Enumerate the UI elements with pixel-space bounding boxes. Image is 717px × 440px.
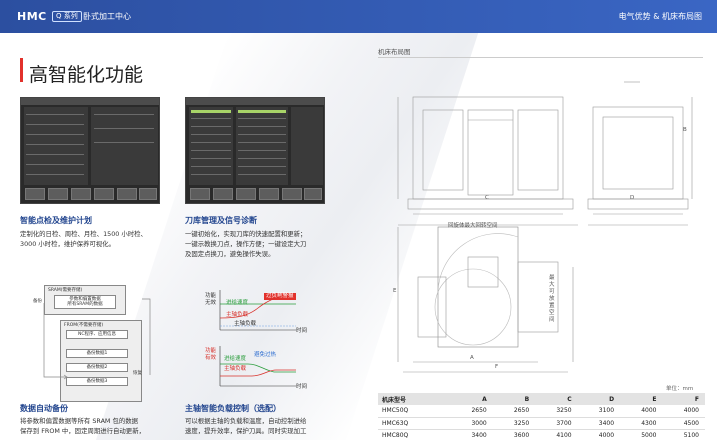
table-cell: 3250 xyxy=(492,417,536,430)
backup-side-label: 备份 xyxy=(33,299,42,304)
spec-header-cell: C xyxy=(535,393,578,405)
unit-label: 单位：mm xyxy=(666,386,694,392)
feed-speed-label: 进给速度 xyxy=(226,300,249,306)
state-label: 有效 xyxy=(205,355,217,361)
restore-label: 恢复 xyxy=(133,371,142,376)
time-axis-label: 时间 xyxy=(296,328,308,334)
function-label: 功能 xyxy=(205,348,217,354)
card-title-data-backup: 数据自动备份 xyxy=(20,404,68,413)
card-line: 一键初始化，实现刀库的快速配置和更新； xyxy=(185,230,307,238)
spindle-load-label: 主轴负载 xyxy=(234,321,257,327)
spindle-load-label: 主轴负载 xyxy=(226,312,249,318)
machine-layout-drawing xyxy=(397,81,693,373)
card-text-data-backup: 将参数和偏置数据等所有 SRAM 包的数据 保存到 FROM 中，固定周期进行自… xyxy=(20,416,145,436)
table-cell: 4100 xyxy=(535,429,578,440)
card-line: 可以根据主轴的负载和温度，自动控制进给 xyxy=(185,417,307,425)
from-label: FROM(不需要存储) xyxy=(64,323,104,328)
table-row: HMC63Q 3000 3250 3700 3400 4300 4500 xyxy=(378,417,705,430)
table-cell: HMC50Q xyxy=(378,405,451,418)
card-title-tool-magazine: 刀库管理及信号诊断 xyxy=(185,216,257,225)
dim-label-a: A xyxy=(470,355,474,361)
table-row: HMC80Q 3400 3600 4100 4000 5000 5100 xyxy=(378,429,705,440)
table-cell: 5100 xyxy=(662,429,705,440)
time-axis-label: 时间 xyxy=(296,384,308,390)
spec-header-cell: D xyxy=(577,393,621,405)
table-cell: 4500 xyxy=(662,417,705,430)
load-chart-bottom-plot xyxy=(219,346,296,387)
load-chart-top-plot xyxy=(219,290,296,331)
table-cell: 4300 xyxy=(620,417,663,430)
card-title-spindle-load: 主轴智能负载控制（选配） xyxy=(185,404,281,413)
spec-header-cell: B xyxy=(492,393,536,405)
spec-header-cell: E xyxy=(620,393,663,405)
avoid-overheat-label: 避免过热 xyxy=(254,352,277,358)
card-line: 3000 小时检，维护保养可视化。 xyxy=(20,240,115,248)
card-line: 将参数和偏置数据等所有 SRAM 包的数据 xyxy=(20,417,139,425)
spec-header-cell: 机床型号 xyxy=(378,393,451,405)
placement-space-label: 最大可放置空间 xyxy=(549,275,555,323)
card-title-maintenance: 智能点检及维护计划 xyxy=(20,216,92,225)
flowchart-arrows xyxy=(43,298,151,380)
header-right-title: 电气优势 & 机床布局图 xyxy=(618,12,702,21)
series-badge: Q 系列 xyxy=(52,11,82,22)
rotation-space-label: 回旋体最大回转空间 xyxy=(448,223,498,229)
table-cell: 2650 xyxy=(492,405,536,418)
table-cell: 3000 xyxy=(450,417,493,430)
card-line: 及固定点换刀，避免操作失误。 xyxy=(185,250,275,258)
tool-magazine-screen-image xyxy=(185,97,325,204)
table-cell: 3600 xyxy=(492,429,536,440)
layout-title: 机床布局图 xyxy=(378,48,411,56)
dim-label-e: E xyxy=(393,288,397,294)
maintenance-screen-image xyxy=(20,97,160,204)
sram-label: SRAM(需要存储) xyxy=(48,288,83,293)
table-cell: 3400 xyxy=(577,417,621,430)
card-line: 速度，提升效率，保护刀具。同时实现加工 xyxy=(185,427,307,435)
spindle-load-label: 主轴负载 xyxy=(224,366,247,372)
card-line: 保存到 FROM 中，固定周期进行自动更新， xyxy=(20,427,145,435)
table-cell: 3700 xyxy=(535,417,578,430)
spec-table-header: 机床型号 A B C D E F xyxy=(378,393,705,405)
backup-box-1: 备份数据1 xyxy=(66,349,128,358)
table-cell: 4000 xyxy=(662,405,705,418)
backup-box-3: 备份数据3 xyxy=(66,377,128,386)
section-accent-bar xyxy=(20,58,23,82)
header-bar: HMC Q 系列 卧式加工中心 电气优势 & 机床布局图 xyxy=(0,0,717,33)
card-text-spindle-load: 可以根据主轴的负载和温度，自动控制进给 速度，提升效率，保护刀具。同时实现加工 xyxy=(185,416,306,436)
card-line: 定制化的日检、周检、月检、1500 小时检、 xyxy=(20,230,147,238)
dim-label-b: B xyxy=(683,127,687,133)
card-text-maintenance: 定制化的日检、周检、月检、1500 小时检、 3000 小时检，维护保养可视化。 xyxy=(20,229,147,249)
spec-header-cell: A xyxy=(450,393,493,405)
table-cell: 2650 xyxy=(450,405,493,418)
header-subtitle: 卧式加工中心 xyxy=(83,12,131,21)
brand-name: HMC xyxy=(17,10,47,23)
table-cell: 5000 xyxy=(620,429,663,440)
table-row: HMC50Q 2650 2650 3250 3100 4000 4000 xyxy=(378,405,705,418)
spec-header-cell: F xyxy=(662,393,705,405)
table-cell: HMC80Q xyxy=(378,429,451,440)
layout-divider xyxy=(378,57,703,58)
backup-box-2: 备份数据2 xyxy=(66,363,128,372)
nc-program-box: NC程序、应用信息 xyxy=(66,330,128,339)
section-title: 高智能化功能 xyxy=(29,64,144,86)
dim-label-f: F xyxy=(495,364,499,370)
dim-label-c: C xyxy=(485,195,489,201)
function-label: 功能 xyxy=(205,293,217,299)
table-cell: 3250 xyxy=(535,405,578,418)
state-label: 无效 xyxy=(205,300,217,306)
table-cell: 4000 xyxy=(620,405,663,418)
feed-speed-label: 进给速度 xyxy=(224,356,247,362)
sram-data-box: 参数和偏置数据 所有SRAM的数据 xyxy=(54,295,116,309)
table-cell: 3400 xyxy=(450,429,493,440)
table-cell: 4000 xyxy=(577,429,621,440)
table-cell: HMC63Q xyxy=(378,417,451,430)
spec-table: 机床型号 A B C D E F HMC50Q 2650 2650 3250 3… xyxy=(378,393,705,440)
table-cell: 3100 xyxy=(577,405,621,418)
card-text-tool-magazine: 一键初始化，实现刀库的快速配置和更新； 一键示教换刀点，操作方便；一键设定大刀 … xyxy=(185,229,306,259)
card-line: 一键示教换刀点，操作方便；一键设定大刀 xyxy=(185,240,307,248)
dim-label-d: D xyxy=(630,195,635,201)
